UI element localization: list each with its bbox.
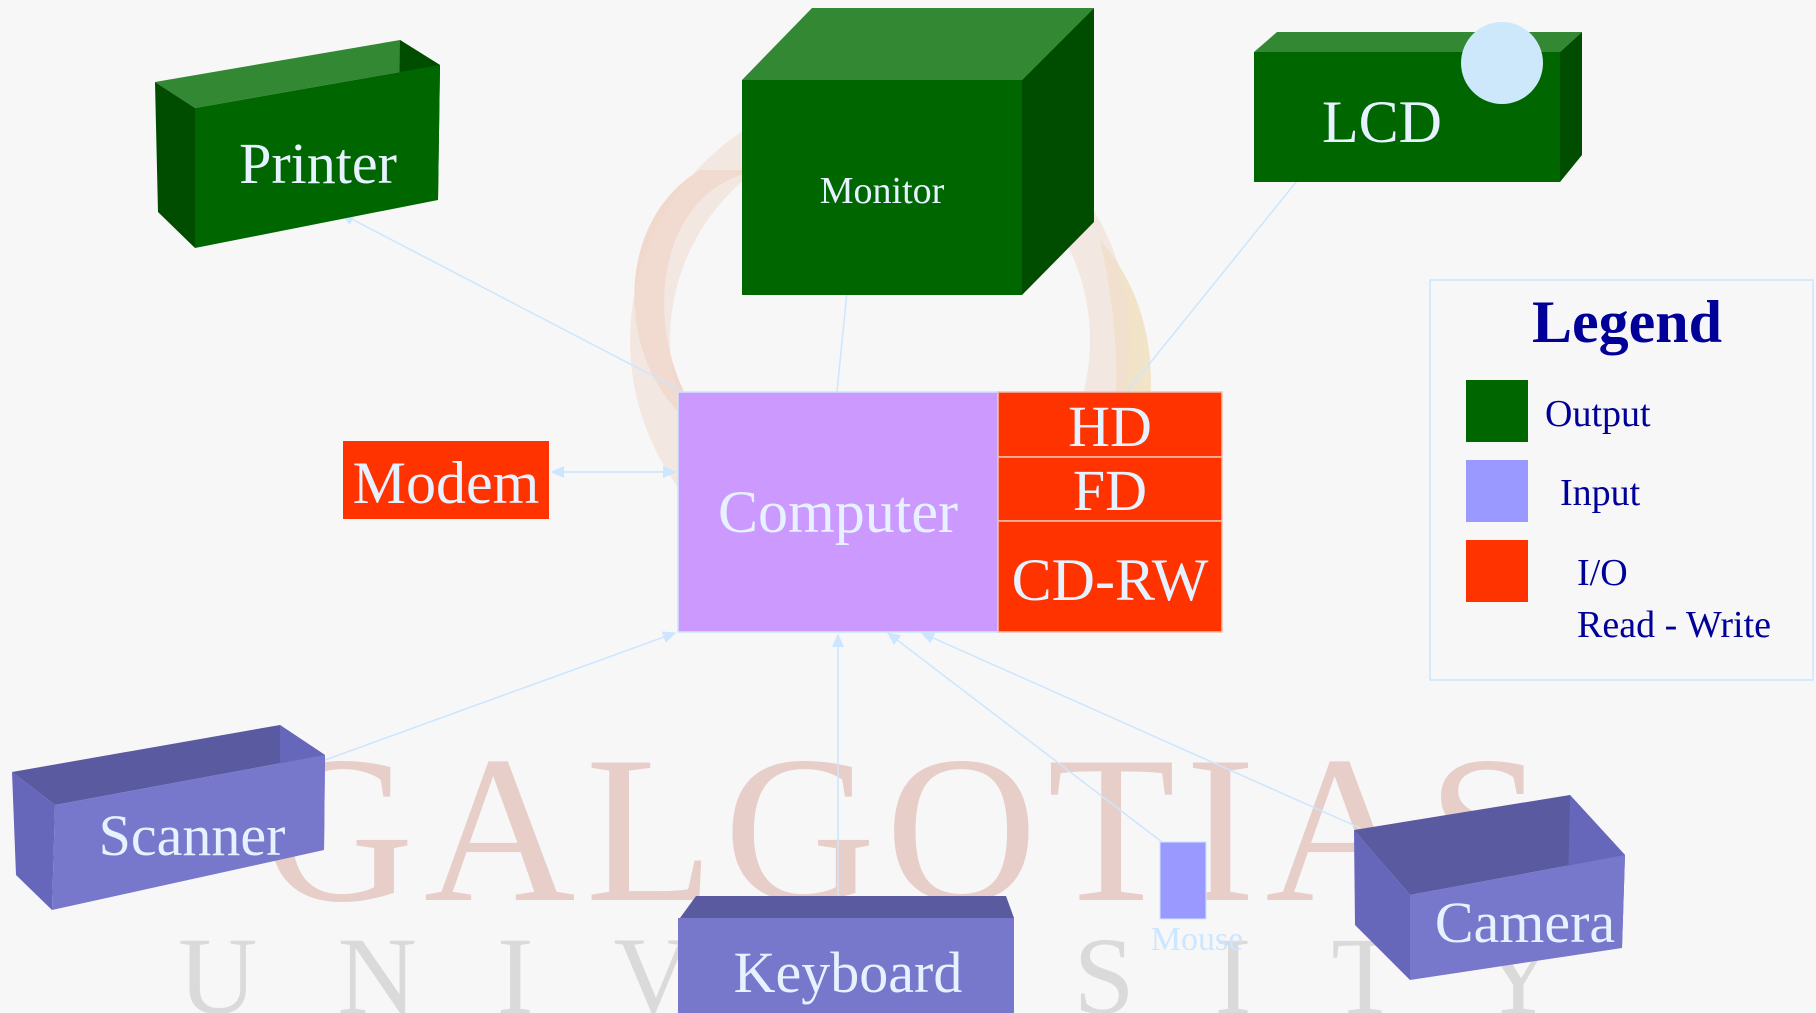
fd-cell[interactable] (997, 456, 1223, 522)
modem-label: Modem (353, 450, 540, 516)
legend-label-io-line1: I/O (1577, 552, 1628, 594)
legend-box (1429, 279, 1814, 681)
fd-label: FD (1073, 458, 1147, 523)
mouse-label: Mouse (1151, 921, 1244, 958)
lcd-lens (1461, 22, 1543, 104)
legend-swatch-output (1466, 380, 1528, 442)
connector-lcd (1124, 138, 1331, 395)
connector-printer (340, 213, 681, 391)
scanner-label: Scanner (99, 803, 286, 868)
legend-swatch-io (1466, 540, 1528, 602)
connector-scanner (324, 631, 677, 761)
mouse-device[interactable]: Mouse (1151, 841, 1244, 958)
storage-block[interactable]: HD FD CD-RW (997, 391, 1223, 633)
computer-device[interactable]: Computer (677, 391, 999, 633)
camera-label: Camera (1435, 890, 1615, 955)
modem-device[interactable]: Modem (343, 441, 549, 519)
lcd-device[interactable]: LCD (1254, 22, 1582, 182)
camera-device[interactable]: Camera (1354, 795, 1625, 980)
printer-device[interactable]: Printer (155, 40, 440, 248)
legend-swatch-input (1466, 460, 1528, 522)
scanner-device[interactable]: Scanner (12, 725, 325, 910)
printer-label: Printer (239, 131, 397, 196)
keyboard-device[interactable]: Keyboard (678, 896, 1014, 1013)
connector-mouse (886, 632, 1163, 843)
legend-label-io-line2: Read - Write (1577, 604, 1771, 646)
connector-camera (920, 632, 1361, 829)
computer-label: Computer (718, 479, 958, 545)
hd-label: HD (1068, 394, 1152, 459)
legend: Legend Output Input I/O Read - Write (1429, 279, 1814, 681)
lcd-label: LCD (1322, 89, 1442, 155)
monitor-label: Monitor (820, 170, 945, 212)
legend-label-output: Output (1545, 393, 1651, 435)
connector-monitor (836, 280, 853, 393)
connectors (324, 138, 1361, 918)
monitor-device[interactable]: Monitor (742, 8, 1094, 295)
cdrw-label: CD-RW (1012, 547, 1209, 613)
keyboard-label: Keyboard (734, 940, 963, 1005)
cdrw-cell[interactable] (997, 520, 1223, 633)
legend-title: Legend (1532, 289, 1722, 355)
legend-label-input: Input (1560, 472, 1641, 514)
